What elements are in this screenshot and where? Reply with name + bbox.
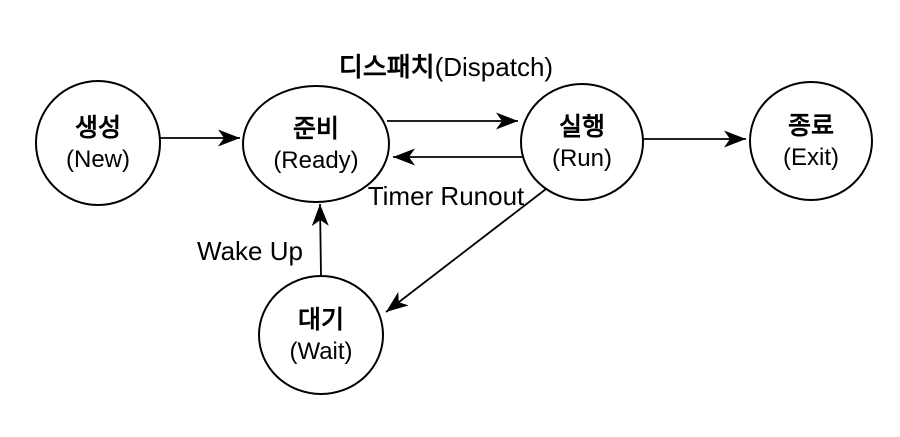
wake-up-label: Wake Up <box>197 236 303 266</box>
state-label-ko-wait: 대기 <box>298 306 344 334</box>
dispatch-label-ko: 디스패치 <box>339 52 435 82</box>
state-circle-run <box>520 83 644 201</box>
state-label-en-ready: (Ready) <box>273 147 358 174</box>
state-label-ko-exit: 종료 <box>788 112 834 140</box>
state-node-run: 실행 (Run) <box>520 83 644 201</box>
dispatch-label: 디스패치(Dispatch) <box>339 52 553 82</box>
state-label-en-wait: (Wait) <box>289 338 352 365</box>
state-label-ko-new: 생성 <box>75 114 121 142</box>
state-node-ready: 준비 (Ready) <box>242 85 390 203</box>
state-circle-exit <box>749 81 873 201</box>
state-label-en-run: (Run) <box>552 145 612 172</box>
state-label-ko-ready: 준비 <box>293 115 339 143</box>
state-node-wait: 대기 (Wait) <box>258 275 384 395</box>
timer-runout-label: Timer Runout <box>368 181 525 211</box>
edge-arrow-wait-to-ready <box>311 203 329 277</box>
state-circle-new <box>35 80 161 206</box>
state-label-ko-run: 실행 <box>559 113 605 141</box>
state-circle-wait <box>258 275 384 395</box>
state-node-exit: 종료 (Exit) <box>749 81 873 201</box>
state-node-new: 생성 (New) <box>35 80 161 206</box>
state-circle-ready <box>242 85 390 203</box>
state-label-en-new: (New) <box>66 146 130 173</box>
edge-arrow-run-to-wait <box>385 188 547 313</box>
dispatch-label-en: (Dispatch) <box>435 52 553 82</box>
state-label-en-exit: (Exit) <box>783 144 839 171</box>
